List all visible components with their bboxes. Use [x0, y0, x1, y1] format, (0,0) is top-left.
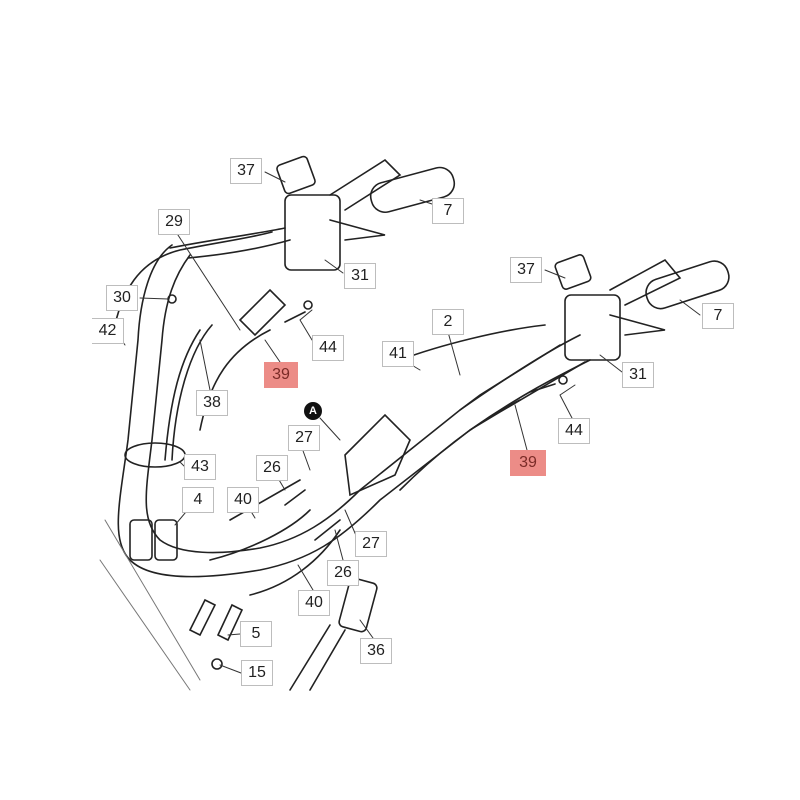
cable [229, 479, 341, 596]
grip [645, 260, 730, 310]
callout-27: 27 [288, 425, 320, 451]
callout-40: 40 [227, 487, 259, 513]
callout-5: 5 [240, 621, 272, 647]
callout-44: 44 [558, 418, 590, 444]
grip [369, 166, 456, 214]
lever [329, 219, 386, 241]
callout-26: 26 [327, 560, 359, 586]
cable [399, 324, 546, 361]
nut [303, 300, 313, 310]
callout-15: 15 [241, 660, 273, 686]
callout-31: 31 [344, 263, 376, 289]
callout-27: 27 [355, 531, 387, 557]
callout-7: 7 [702, 303, 734, 329]
cable [164, 329, 201, 461]
callout-40: 40 [298, 590, 330, 616]
handlebar-arm [169, 227, 291, 259]
cable [209, 399, 521, 561]
clamp-ring [124, 442, 186, 468]
lower-tube [289, 624, 346, 691]
frame-plate [344, 413, 411, 497]
callout-2: 2 [432, 309, 464, 335]
nut [558, 375, 568, 385]
callout-31: 31 [622, 362, 654, 388]
callout-37: 37 [230, 158, 262, 184]
lever-assembly [564, 294, 621, 361]
callout-42: 42 [92, 318, 124, 344]
callout-36: 36 [360, 638, 392, 664]
handlebar-tube [145, 254, 581, 554]
reference-line [99, 519, 201, 691]
grip-sleeve [329, 158, 402, 211]
callout-39-highlighted[interactable]: 39 [264, 362, 298, 388]
callout-41: 41 [382, 341, 414, 367]
bracket [188, 598, 244, 642]
adjuster [284, 311, 556, 393]
callout-44: 44 [312, 335, 344, 361]
clamp [129, 519, 153, 561]
lever-cover [554, 254, 592, 290]
callout-37: 37 [510, 257, 542, 283]
callout-38: 38 [196, 390, 228, 416]
callout-4: 4 [182, 487, 214, 513]
handlebar-tube [117, 244, 591, 578]
callout-30: 30 [106, 285, 138, 311]
clamp [154, 519, 178, 561]
lever [609, 314, 666, 336]
callout-39-highlighted[interactable]: 39 [510, 450, 546, 476]
nut [211, 658, 223, 670]
lever-cover [276, 155, 316, 195]
callout-43: 43 [184, 454, 216, 480]
throttle-control [238, 288, 287, 337]
detail-marker-a: A [304, 402, 322, 420]
adjuster-rod [284, 489, 341, 541]
lever-assembly [284, 194, 341, 271]
callout-29: 29 [158, 209, 190, 235]
grip-sleeve [609, 258, 682, 306]
callout-7: 7 [432, 198, 464, 224]
callout-26: 26 [256, 455, 288, 481]
sleeve [338, 577, 378, 633]
